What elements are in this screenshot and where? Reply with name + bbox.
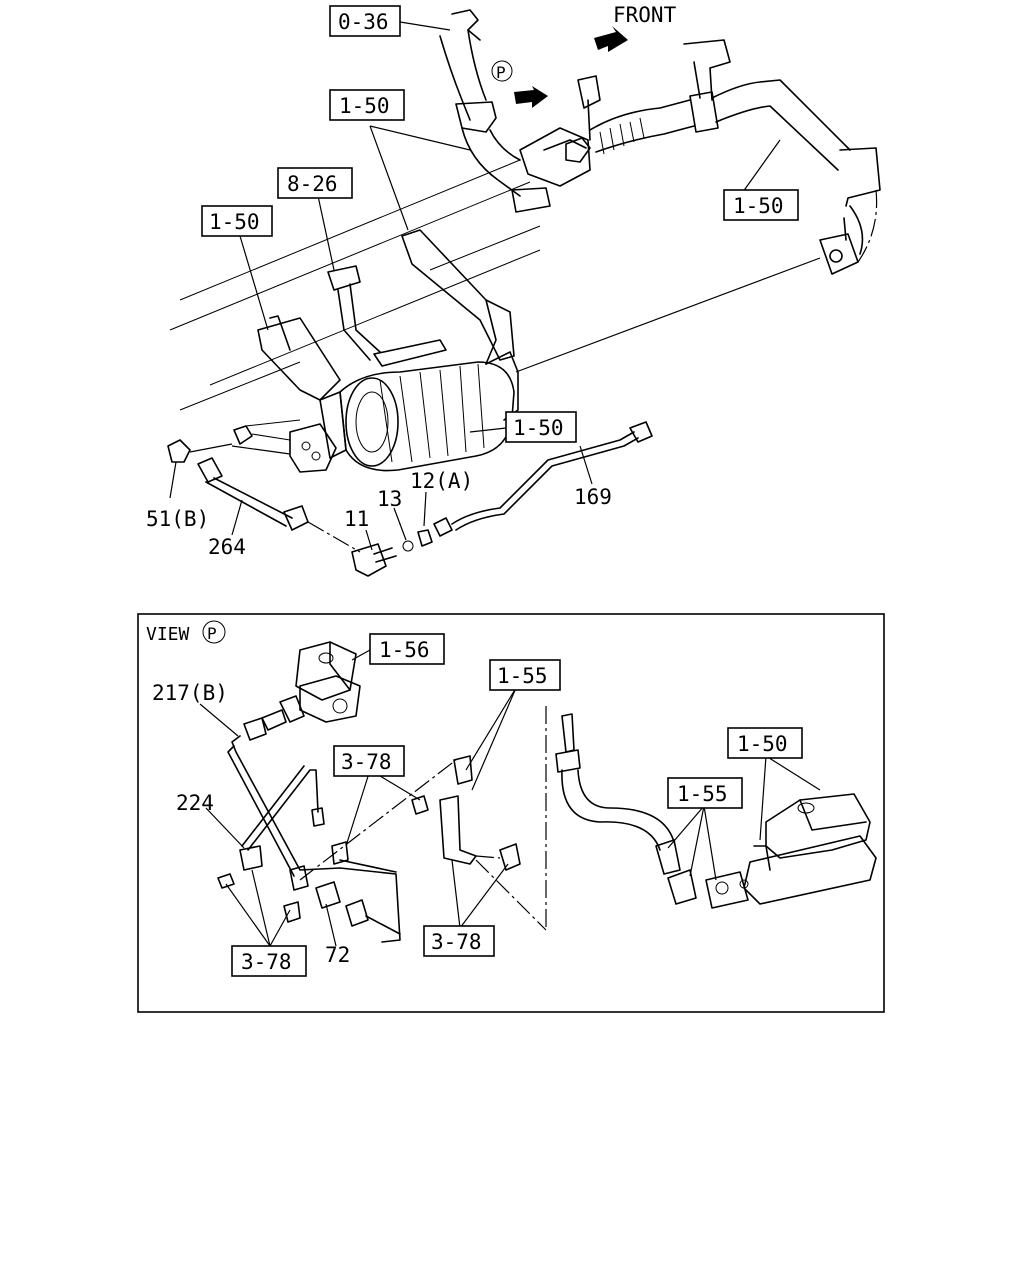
view-p-letter: P (496, 63, 506, 82)
part-number-264[interactable]: 264 (208, 535, 246, 559)
vacuum-pipe-224 (217, 735, 401, 943)
part-number-224[interactable]: 224 (176, 791, 214, 815)
ref-box-1-50-view[interactable]: 1-50 (727, 727, 803, 759)
ref-label-0-36: 0-36 (338, 10, 389, 34)
ref-box-1-55-view[interactable]: 1-55 (667, 777, 743, 809)
ref-label-3-78-top: 3-78 (341, 750, 392, 774)
mounting-brackets (257, 229, 515, 401)
ref-box-0-36[interactable]: 0-36 (329, 5, 401, 37)
part-number-72[interactable]: 72 (325, 943, 350, 967)
part-number-12a[interactable]: 12(A) (410, 469, 473, 493)
part-number-217b[interactable]: 217(B) (152, 681, 228, 705)
ref-box-1-50-left[interactable]: 1-50 (201, 205, 273, 237)
ref-label-8-26: 8-26 (287, 172, 338, 196)
ref-label-1-55-top: 1-55 (497, 664, 548, 688)
leaders-upper (169, 21, 821, 551)
catalytic-converter (233, 351, 519, 473)
exhaust-flex-and-pipe (589, 39, 881, 275)
ref-box-1-50-top[interactable]: 1-50 (329, 89, 405, 121)
part-number-11[interactable]: 11 (344, 507, 369, 531)
leaders-view (199, 649, 821, 947)
sensor-lines (167, 421, 653, 577)
frame-rails (169, 159, 541, 411)
solenoid-valve (243, 641, 361, 741)
ref-label-1-50-left: 1-50 (209, 210, 260, 234)
part-number-169[interactable]: 169 (574, 485, 612, 509)
view-p-title-text: VIEW (146, 624, 190, 645)
ref-label-1-55-view: 1-55 (677, 782, 728, 806)
ref-label-3-78-bottom-right: 3-78 (431, 930, 482, 954)
ref-box-1-55-top[interactable]: 1-55 (489, 659, 561, 691)
view-bracket (299, 706, 547, 931)
ref-label-1-50-right: 1-50 (733, 194, 784, 218)
ref-label-3-78-bottom-left: 3-78 (241, 950, 292, 974)
vacuum-hose (555, 713, 697, 905)
ref-box-3-78-top[interactable]: 3-78 (333, 745, 405, 777)
ref-box-8-26[interactable]: 8-26 (277, 167, 353, 199)
view-p-title: VIEW P (146, 620, 226, 645)
ref-label-1-50-view: 1-50 (737, 732, 788, 756)
view-p-title-marker: P (207, 624, 217, 643)
exhaust-front-pipe (439, 9, 601, 213)
view-p-marker: P (491, 60, 548, 108)
part-number-13[interactable]: 13 (377, 487, 402, 511)
part-number-51b[interactable]: 51(B) (146, 507, 209, 531)
ref-box-1-50-center[interactable]: 1-50 (505, 411, 577, 443)
ref-label-1-56: 1-56 (379, 638, 430, 662)
ref-box-1-50-right[interactable]: 1-50 (723, 189, 799, 221)
ref-label-1-50-top: 1-50 (339, 94, 390, 118)
front-arrow: FRONT (594, 3, 677, 52)
front-label: FRONT (613, 3, 677, 27)
ref-box-3-78-bottom-left[interactable]: 3-78 (231, 945, 307, 977)
ref-box-1-56[interactable]: 1-56 (369, 633, 445, 665)
view-p-panel (137, 613, 885, 1013)
exhaust-brake-valve (705, 793, 877, 909)
ref-label-1-50-center: 1-50 (513, 416, 564, 440)
ref-box-3-78-bottom-right[interactable]: 3-78 (423, 925, 495, 957)
